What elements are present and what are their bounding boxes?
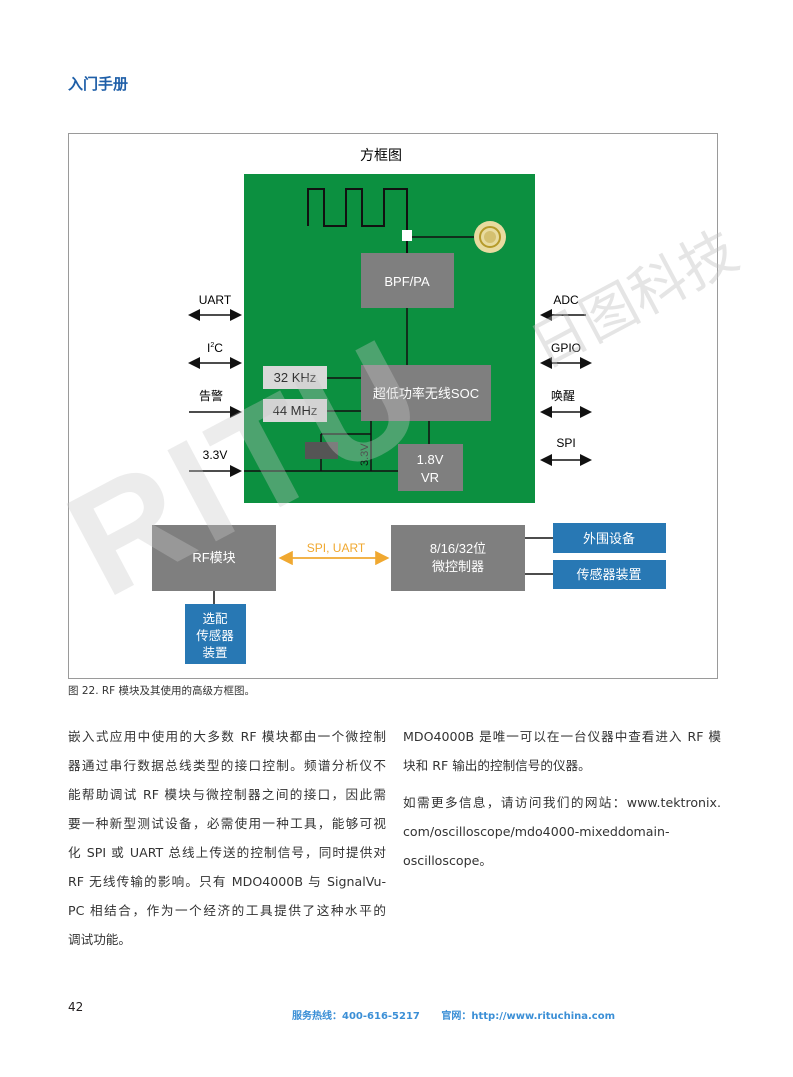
text-line: 要一种新型测试设备，必需使用一种工具，能够可视 — [68, 816, 386, 831]
hotline-text: 服务热线：400-616-5217 — [292, 1011, 420, 1022]
spi-label: SPI — [556, 436, 575, 450]
figure-frame: 方框图 BPF/PA 超低功率无线SOC 32 KHz 44 MHz — [68, 133, 718, 679]
clock-44mhz-label: 44 MHz — [273, 403, 318, 418]
alarm-label: 告警 — [199, 388, 223, 403]
text-line: PC 相结合，作为一个经济的工具提供了这种水平的 — [68, 903, 386, 918]
rail-3v3-label: 3.3V — [359, 443, 371, 466]
rf-module-block — [152, 525, 276, 591]
text-line: 能帮助调试 RF 模块与微控制器之间的接口，因此需 — [68, 787, 386, 802]
v33-input-label: 3.3V — [203, 448, 228, 462]
optional-sensor-label-1: 选配 — [202, 612, 228, 626]
soc-label: 超低功率无线SOC — [373, 386, 479, 401]
bpf-pa-label: BPF/PA — [384, 274, 430, 289]
sensor-device-label: 传感器装置 — [576, 567, 641, 582]
text-line: com/oscilloscope/mdo4000-mixeddomain- — [403, 824, 670, 839]
vr-block — [398, 444, 463, 491]
text-line: RF 无线传输的影响。只有 MDO4000B 与 SignalVu- — [68, 874, 386, 889]
body-right-column: MDO4000B 是唯一可以在一台仪器中查看进入 RF 模 块和 RF 输出的控… — [403, 722, 721, 875]
website-link[interactable]: 官网：http://www.rituchina.com — [441, 1011, 616, 1022]
optional-sensor-block — [185, 604, 246, 664]
peripheral-label: 外围设备 — [583, 531, 635, 546]
optional-sensor-label-2: 传感器 — [196, 628, 234, 643]
bpf-pa-block — [361, 253, 454, 308]
bus-label: SPI, UART — [307, 541, 366, 555]
gpio-label: GPIO — [551, 341, 581, 355]
mcu-label-2: 微控制器 — [432, 559, 484, 574]
optional-sensor-label-3: 装置 — [202, 646, 227, 660]
text-line: 器通过串行数据总线类型的接口控制。频谱分析仪不 — [68, 758, 386, 773]
text-line: oscilloscope。 — [403, 853, 492, 868]
section-header: 入门手册 — [68, 75, 129, 93]
adc-label: ADC — [553, 293, 579, 307]
text-line: 嵌入式应用中使用的大多数 RF 模块都由一个微控制 — [68, 729, 386, 744]
footer-contact: 服务热线：400-616-5217 官网：http://www.rituchin… — [292, 1007, 633, 1022]
mcu-label-1: 8/16/32位 — [430, 541, 486, 556]
page-number: 42 — [68, 1000, 84, 1014]
text-line: MDO4000B 是唯一可以在一台仪器中查看进入 RF 模 — [403, 729, 721, 744]
diagram-title: 方框图 — [360, 147, 402, 163]
text-line: 调试功能。 — [68, 932, 131, 947]
text-line: 化 SPI 或 UART 总线上传送的控制信号，同时提供对 — [68, 845, 386, 860]
capacitor-component — [305, 442, 338, 459]
body-left-column: 嵌入式应用中使用的大多数 RF 模块都由一个微控制 器通过串行数据总线类型的接口… — [68, 722, 386, 954]
vr-label-2: VR — [421, 470, 439, 485]
rf-switch-node — [402, 230, 412, 241]
mcu-block — [391, 525, 525, 591]
text-line: 如需更多信息，请访问我们的网站：www.tektronix. — [403, 795, 721, 810]
uart-label: UART — [199, 293, 232, 307]
vr-label-1: 1.8V — [417, 452, 444, 467]
pcb-antenna-trace — [307, 188, 408, 253]
clock-32khz-label: 32 KHz — [274, 370, 317, 385]
clock-32khz-block — [263, 366, 327, 389]
soc-block — [361, 365, 491, 421]
sensor-device-block — [553, 560, 666, 589]
rf-module-label: RF模块 — [192, 550, 235, 565]
peripheral-block — [553, 523, 666, 553]
wake-label: 唤醒 — [551, 389, 575, 403]
i2c-label: I2C — [207, 341, 223, 355]
figure-caption: 图 22. RF 模块及其使用的高级方框图。 — [68, 685, 256, 697]
text-line: 块和 RF 输出的控制信号的仪器。 — [403, 758, 591, 773]
clock-44mhz-block — [263, 399, 327, 422]
block-diagram: 方框图 BPF/PA 超低功率无线SOC 32 KHz 44 MHz — [152, 147, 666, 664]
